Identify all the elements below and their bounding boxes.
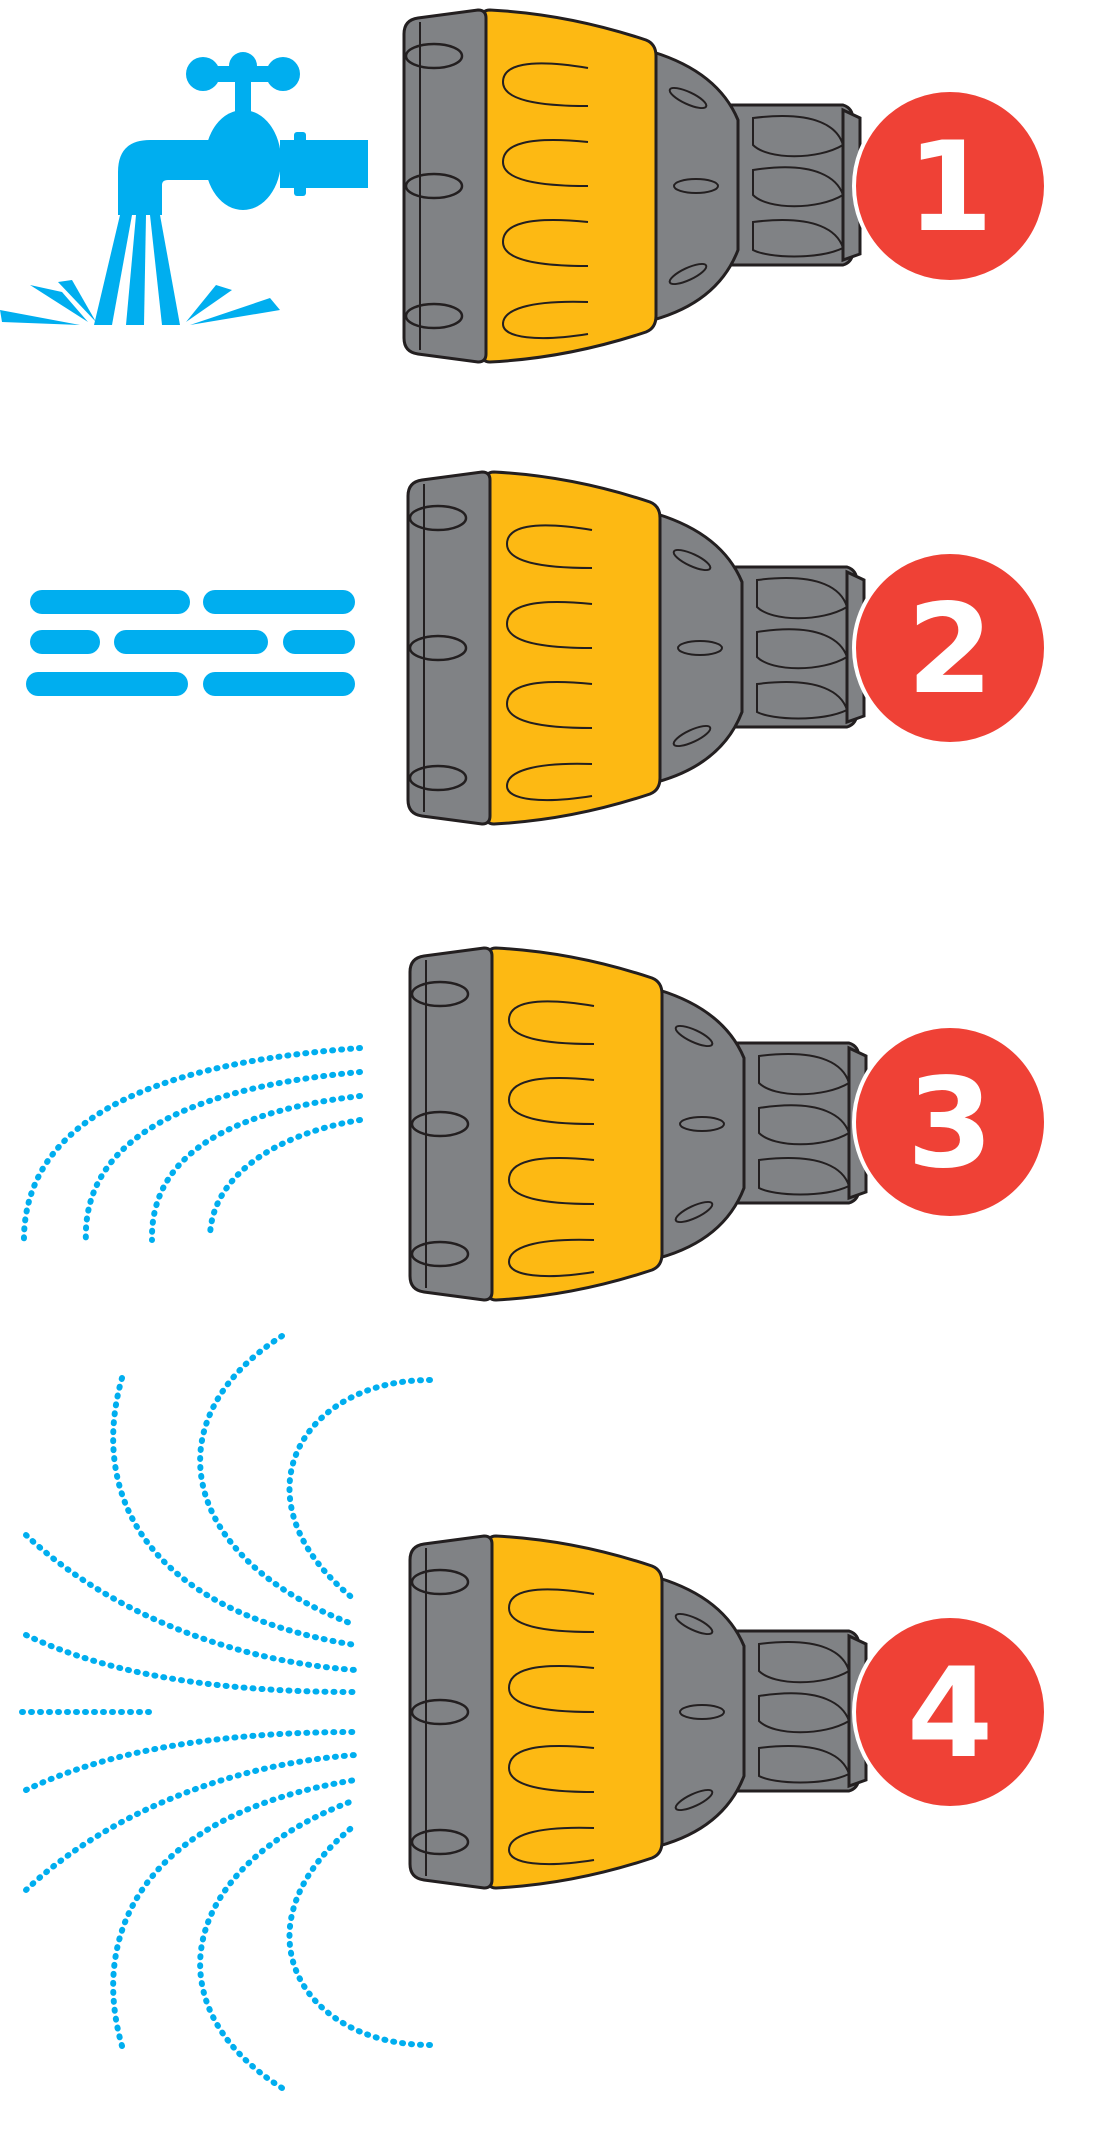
step-3: 3 bbox=[20, 946, 1048, 1302]
full-fan-spray-icon bbox=[19, 1333, 433, 2091]
step-2: 2 bbox=[26, 470, 1048, 826]
svg-text:3: 3 bbox=[907, 1052, 993, 1196]
svg-text:2: 2 bbox=[907, 578, 993, 722]
number-badge-1: 1 bbox=[852, 88, 1048, 284]
nozzle-1 bbox=[402, 8, 862, 364]
nozzle-2 bbox=[406, 470, 866, 826]
faucet-icon bbox=[0, 52, 368, 325]
svg-text:1: 1 bbox=[907, 116, 993, 260]
step-4: 4 bbox=[19, 1333, 1048, 2091]
number-badge-4: 4 bbox=[852, 1614, 1048, 1810]
step-1: 1 bbox=[0, 8, 1048, 364]
nozzle-3 bbox=[408, 946, 868, 1302]
svg-text:4: 4 bbox=[907, 1642, 993, 1786]
nozzle-4 bbox=[408, 1534, 868, 1890]
number-badge-2: 2 bbox=[852, 550, 1048, 746]
number-badge-3: 3 bbox=[852, 1024, 1048, 1220]
curved-spray-icon bbox=[20, 1045, 363, 1248]
stream-lines-icon bbox=[26, 590, 355, 696]
